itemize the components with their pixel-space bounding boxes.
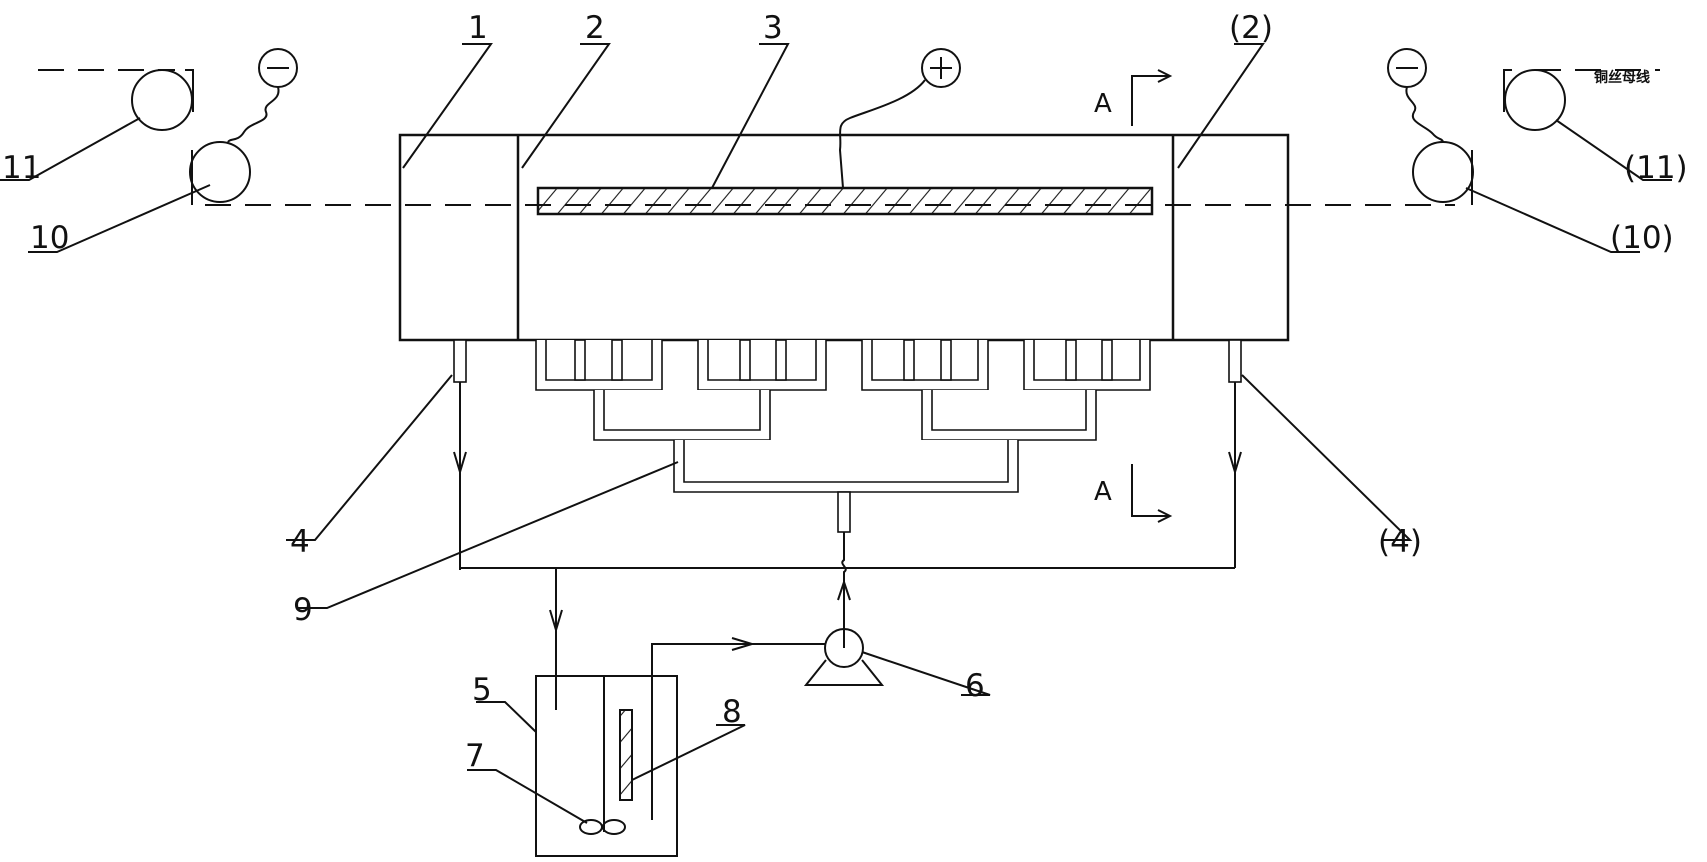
label-7: 7 [465, 738, 485, 774]
anode-plate [536, 186, 1154, 216]
manifold-feed-pipe [837, 491, 851, 533]
leader-lines [0, 43, 1672, 824]
leader-5 [476, 701, 537, 733]
cathode-roller-right [1412, 141, 1474, 205]
overflow-outlet-right [1228, 339, 1242, 568]
label-11: 11 [2, 150, 41, 186]
label-11b: (11) [1624, 150, 1688, 186]
leader-3 [711, 43, 790, 189]
leader-7 [467, 769, 588, 824]
label-5: 5 [472, 672, 492, 708]
minus-terminal-left [227, 48, 298, 143]
label-10: 10 [30, 220, 69, 256]
leader-8 [631, 724, 746, 781]
arrow-up-feed [837, 578, 851, 601]
minus-terminal-right [1387, 48, 1444, 143]
guide-roller-right [1503, 69, 1566, 131]
section-label-bottom: A [1094, 477, 1112, 507]
overflow-outlet-left [453, 339, 467, 570]
arrow-right-suction [731, 637, 756, 651]
leader-6 [861, 651, 991, 696]
label-4: 4 [290, 524, 310, 560]
cathode-roller-left [189, 141, 251, 205]
leader-4 [286, 374, 453, 541]
arrow-down-left [453, 451, 467, 476]
leader-9 [298, 461, 679, 609]
leader-11 [0, 117, 141, 181]
leader-1 [402, 43, 493, 169]
section-marker-bottom [1131, 464, 1173, 523]
label-2b: (2) [1229, 10, 1273, 46]
leader-2b [1177, 43, 1265, 169]
circulation-pump [803, 628, 885, 686]
reservoir-tank [535, 675, 678, 857]
label-3: 3 [763, 10, 783, 46]
plating-tank [398, 133, 1290, 342]
copper-busbar-note: 铜丝母线 [1594, 69, 1650, 86]
leader-2 [521, 43, 611, 169]
label-6: 6 [965, 668, 985, 704]
plus-terminal [838, 48, 961, 189]
heater-element [619, 709, 633, 801]
label-2: 2 [585, 10, 605, 46]
arrow-down-right [1228, 451, 1242, 476]
leader-11b [1555, 119, 1672, 181]
section-marker-top [1131, 69, 1173, 126]
pump-suction-line [651, 643, 826, 820]
label-8: 8 [722, 694, 742, 730]
spray-manifold [535, 339, 1151, 493]
label-10b: (10) [1610, 220, 1674, 256]
section-label-top: A [1094, 89, 1112, 119]
leader-10 [28, 184, 211, 253]
feed-line-wiggle [841, 532, 847, 648]
label-1: 1 [468, 10, 488, 46]
leader-10b [1465, 187, 1640, 253]
stirrer-propeller [579, 819, 626, 835]
label-4b: (4) [1378, 524, 1422, 560]
label-9: 9 [293, 592, 313, 628]
leader-4b [1241, 374, 1413, 541]
guide-roller-left [131, 69, 194, 131]
arrow-down-tank [549, 609, 563, 634]
